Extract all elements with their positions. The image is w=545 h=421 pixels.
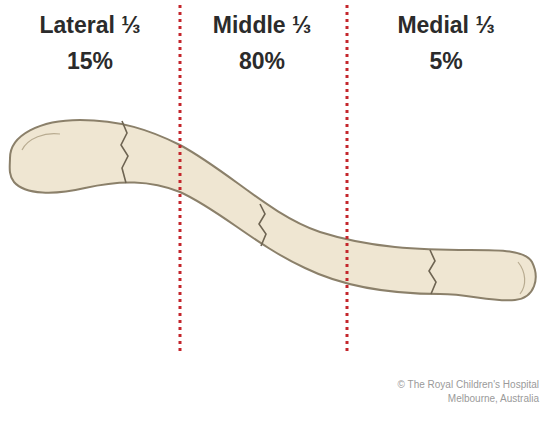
zone-percentage: 80% xyxy=(239,48,285,75)
zone-divider xyxy=(179,5,182,355)
clavicle-bone xyxy=(10,120,536,300)
zone-name: Middle ⅓ xyxy=(213,12,311,39)
zone-divider xyxy=(346,5,349,355)
middle-fracture-line xyxy=(259,204,266,246)
zone-percentage: 5% xyxy=(429,48,462,75)
zone-name: Medial ⅓ xyxy=(397,12,494,39)
copyright-watermark: © The Royal Children's Hospital Melbourn… xyxy=(374,378,539,405)
lateral-fracture-line xyxy=(121,121,128,183)
medial-end-detail xyxy=(518,262,525,294)
medial-fracture-line xyxy=(429,250,436,294)
zone-percentage: 15% xyxy=(67,48,113,75)
lateral-end-detail xyxy=(22,134,60,150)
zone-name: Lateral ⅓ xyxy=(40,12,141,39)
